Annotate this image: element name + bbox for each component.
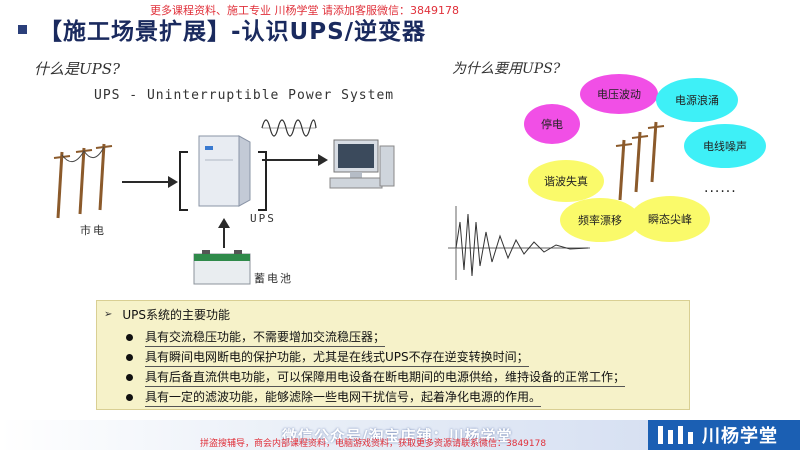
flow-arrows — [122, 154, 328, 248]
bullet-icon — [126, 374, 133, 381]
functions-panel — [96, 300, 690, 410]
functions-heading: ➢ UPS系统的主要功能 — [104, 306, 230, 323]
ups-diagram — [53, 119, 665, 285]
footer-center-text: 微信公众号/淘宝店铺：川杨学堂 — [282, 427, 513, 445]
function-item: 具有交流稳压功能，不需要增加交流稳压器； — [126, 328, 386, 347]
grid-label: 市电 — [80, 224, 106, 237]
function-item: 具有后备直流供电功能，可以保障用电设备在断电期间的电源供给，维持设备的正常工作； — [126, 368, 626, 387]
brand-logo: 川杨学堂 — [648, 420, 800, 450]
page-title: 【施工场景扩展】-认识UPS/逆变器 — [39, 19, 427, 45]
harmonic-waveform-icon — [448, 206, 590, 280]
bullet-icon — [126, 334, 133, 341]
arrow-bullet-icon: ➢ — [104, 309, 113, 320]
utility-poles-icon — [53, 143, 113, 219]
logo-stripes-icon — [658, 426, 693, 444]
bullet-icon — [126, 354, 133, 361]
title-bar: 【施工场景扩展】-认识UPS/逆变器 — [18, 12, 426, 46]
problem-line-noise: 电线噪声 — [684, 124, 766, 168]
function-item-text: 具有瞬间电网断电的保护功能，尤其是在线式UPS不存在逆变转换时间； — [145, 348, 529, 367]
logo-text: 川杨学堂 — [702, 426, 778, 447]
ups-full-name: UPS - Uninterruptible Power System — [94, 88, 395, 103]
ups-label: UPS — [250, 212, 276, 225]
more-ellipsis: ...... — [704, 180, 737, 196]
battery-label: 蓄电池 — [254, 272, 293, 285]
sine-wave-icon — [261, 119, 317, 137]
problem-voltage-fluctuation: 电压波动 — [580, 74, 658, 114]
function-item-text: 具有一定的滤波功能，能够滤除一些电网干扰信号，起着净化电源的作用。 — [145, 388, 542, 407]
watermark-text: 更多课程资料、施工专业 川杨学堂 请添加客服微信：3849178 — [150, 4, 459, 17]
ups-bracket — [179, 151, 267, 211]
footer-red-note: 拼盗搜辅导，商会内部课程资料，电脑游戏资料，获取更多资源请联系微信：384917… — [200, 439, 547, 449]
battery-icon — [193, 250, 251, 285]
why-ups-question: 为什么要用UPS? — [452, 61, 561, 77]
computer-icon — [329, 139, 395, 189]
title-square-icon — [18, 24, 27, 34]
right-utility-poles-icon — [615, 121, 665, 201]
function-item-text: 具有交流稳压功能，不需要增加交流稳压器； — [145, 328, 386, 347]
function-item: 具有瞬间电网断电的保护功能，尤其是在线式UPS不存在逆变转换时间； — [126, 348, 529, 367]
problem-transient-spike: 瞬态尖峰 — [630, 196, 710, 242]
function-item: 具有一定的滤波功能，能够滤除一些电网干扰信号，起着净化电源的作用。 — [126, 388, 542, 407]
problem-power-surge: 电源浪涌 — [656, 78, 738, 122]
functions-heading-text: UPS系统的主要功能 — [122, 308, 231, 322]
ups-device-icon — [198, 135, 251, 207]
problem-outage: 停电 — [524, 104, 580, 144]
function-item-text: 具有后备直流供电功能，可以保障用电设备在断电期间的电源供给，维持设备的正常工作； — [145, 368, 626, 387]
what-is-ups-question: 什么是UPS? — [34, 60, 121, 78]
problem-frequency-drift: 频率漂移 — [560, 198, 640, 242]
problem-harmonic-distortion: 谐波失真 — [528, 160, 604, 202]
bullet-icon — [126, 394, 133, 401]
